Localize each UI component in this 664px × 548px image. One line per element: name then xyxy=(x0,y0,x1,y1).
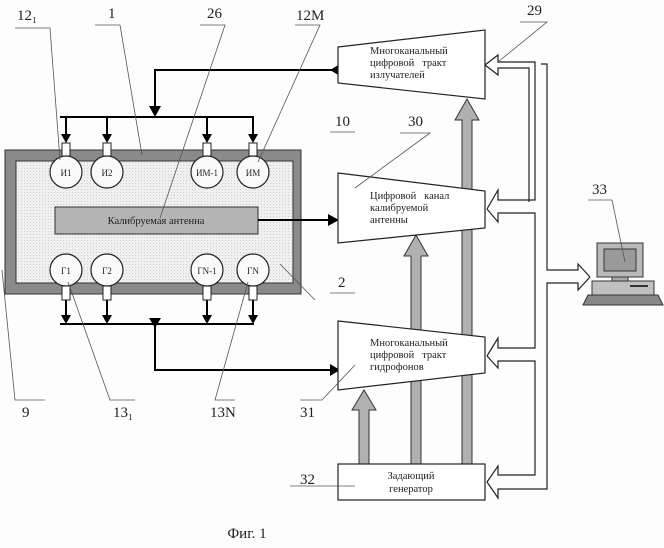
hydrophone-output-arrow xyxy=(61,315,71,324)
block-32-line2: генератор xyxy=(389,484,433,495)
callout-26: 26 xyxy=(207,6,223,22)
callout-13-1: 13₁ xyxy=(113,405,133,421)
emitter-label: ИМ xyxy=(246,168,261,178)
hydrophone-connector xyxy=(62,286,70,300)
block-32: Задающий генератор xyxy=(338,464,485,500)
callout-9: 9 xyxy=(22,405,30,421)
gray-arrow-to-29 xyxy=(455,99,479,464)
hydrophone-output-arrow xyxy=(102,315,112,324)
block-31-line3: гидрофонов xyxy=(370,362,424,373)
block-29-line3: излучателей xyxy=(370,70,425,81)
hydrophone-output-arrow xyxy=(202,315,212,324)
emitter-connector xyxy=(62,143,70,156)
callout-12-m: 12М xyxy=(296,8,324,24)
emitter-connector xyxy=(203,143,211,156)
hydrophone: ГN xyxy=(237,254,269,286)
callout-1: 1 xyxy=(108,6,116,22)
emitter-label: ИМ-1 xyxy=(196,168,218,178)
emitter-feed-arrow xyxy=(202,134,212,143)
block-30-line3: антенны xyxy=(370,215,408,226)
emitter: ИМ xyxy=(237,156,269,188)
emitter-label: И2 xyxy=(102,168,113,178)
emitter-connector xyxy=(249,143,257,156)
generator-signal-arrows xyxy=(352,99,479,464)
gray-arrow-to-31 xyxy=(352,390,376,464)
callout-30: 30 xyxy=(408,114,423,130)
emitter: ИМ-1 xyxy=(191,156,223,188)
hydrophone-connector xyxy=(203,286,211,300)
callout-12-1: 12₁ xyxy=(17,8,37,24)
callout-29: 29 xyxy=(527,3,542,19)
block-29-line1: Многоканальный xyxy=(370,46,448,57)
figure-caption: Фиг. 1 xyxy=(227,526,266,542)
block-30-line2: калибруемой xyxy=(370,203,429,214)
hydrophone: Г2 xyxy=(91,254,123,286)
emitter: И2 xyxy=(91,156,123,188)
callout-32: 32 xyxy=(300,472,315,488)
block-31-line1: Многоканальный xyxy=(370,338,448,349)
callout-33: 33 xyxy=(592,182,607,198)
callout-10: 10 xyxy=(335,114,350,130)
block-29-line2: цифровой тракт xyxy=(370,58,447,69)
callout-13-n: 13N xyxy=(210,405,236,421)
emitter: И1 xyxy=(50,156,82,188)
control-bus xyxy=(485,55,590,498)
hydrophone-label: Г1 xyxy=(61,266,71,276)
emitter-feed-arrow xyxy=(102,134,112,143)
block-32-line1: Задающий xyxy=(387,471,434,482)
hydrophone-label: Г2 xyxy=(102,266,112,276)
hydrophone-output-arrow xyxy=(248,315,258,324)
hydrophone-label: ГN xyxy=(247,266,259,276)
emitter-connector xyxy=(103,143,111,156)
hydrophone-connector xyxy=(249,286,257,300)
hydrophone-connector xyxy=(103,286,111,300)
emitter-bus xyxy=(60,64,340,143)
emitter-label: И1 xyxy=(61,168,72,178)
hydrophone: ГN-1 xyxy=(191,254,223,286)
callout-2: 2 xyxy=(338,275,346,291)
hydrophone-label: ГN-1 xyxy=(197,266,216,276)
block-29: Многоканальный цифровой тракт излучателе… xyxy=(338,30,485,99)
block-30-line1: Цифровой канал xyxy=(370,191,449,202)
hydrophone-bus xyxy=(60,300,340,376)
emitter-feed-arrow xyxy=(61,134,71,143)
emitter-feed-arrow xyxy=(248,134,258,143)
antenna-label: Калибруемая антенна xyxy=(108,216,205,227)
callout-31: 31 xyxy=(300,405,315,421)
hydrophone: Г1 xyxy=(50,254,82,286)
block-31-line2: цифровой тракт xyxy=(370,350,447,361)
